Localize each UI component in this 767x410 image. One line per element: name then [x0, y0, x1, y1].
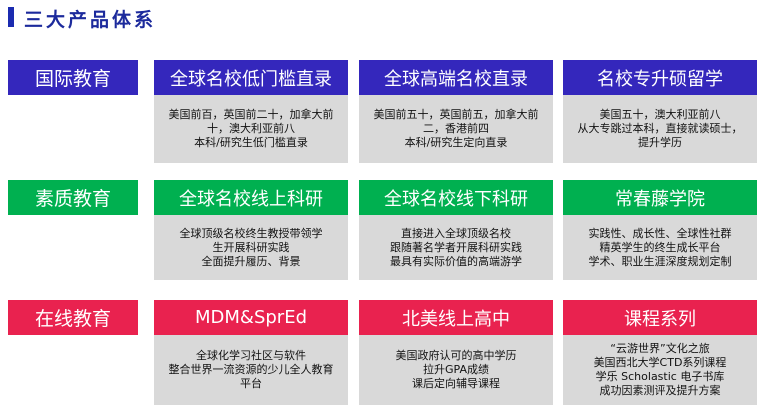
product-card-line: 整合世界一流资源的少儿全人教育	[168, 363, 334, 376]
product-card-line: 课后定向辅导课程	[412, 377, 500, 390]
product-card-body: 美国政府认可的高中学历拉升GPA成绩课后定向辅导课程	[359, 335, 553, 405]
product-card-title: 名校专升硕留学	[563, 60, 757, 95]
product-card-title: 北美线上高中	[359, 300, 553, 335]
product-card-body: 美国五十，澳大利亚前八从大专跳过本科，直接就读硕士，提升学历	[563, 95, 757, 163]
product-card-line: 拉升GPA成绩	[423, 363, 489, 376]
product-card-line: 美国五十，澳大利亚前八	[599, 108, 721, 121]
product-card-body: 全球化学习社区与软件整合世界一流资源的少儿全人教育平台	[154, 335, 348, 405]
product-card: 课程系列“云游世界”文化之旅美国西北大学CTD系列课程学乐 Scholastic…	[563, 300, 757, 405]
product-card-title: 全球名校线上科研	[154, 180, 348, 215]
product-card: 名校专升硕留学美国五十，澳大利亚前八从大专跳过本科，直接就读硕士，提升学历	[563, 60, 757, 163]
product-card-line: 本科/研究生定向直录	[404, 136, 508, 149]
product-card-line: 二，香港前四	[423, 122, 489, 135]
product-card-line: 实践性、成长性、全球性社群	[588, 226, 732, 240]
product-card-title: MDM&SprEd	[154, 300, 348, 335]
product-card-line: 最具有实际价值的高端游学	[390, 254, 522, 268]
product-card-line: 全球化学习社区与软件	[196, 349, 306, 362]
product-card: 常春藤学院实践性、成长性、全球性社群精英学生的终生成长平台学术、职业生涯深度规划…	[563, 180, 757, 280]
category-label: 在线教育	[8, 300, 138, 335]
product-card: 全球高端名校直录美国前五十，英国前五，加拿大前二，香港前四本科/研究生定向直录	[359, 60, 553, 163]
product-card-line: 平台	[240, 377, 262, 390]
product-card: 北美线上高中美国政府认可的高中学历拉升GPA成绩课后定向辅导课程	[359, 300, 553, 405]
product-card-line: 十，澳大利亚前八	[207, 122, 295, 135]
product-card-title: 常春藤学院	[563, 180, 757, 215]
product-card-body: 直接进入全球顶级名校跟随著名学者开展科研实践最具有实际价值的高端游学	[359, 215, 553, 280]
product-card-line: “云游世界”文化之旅	[610, 342, 710, 355]
category-label: 国际教育	[8, 60, 138, 95]
product-card-line: 学术、职业生涯深度规划定制	[588, 254, 732, 268]
product-card: 全球名校低门槛直录美国前百，英国前二十，加拿大前十，澳大利亚前八本科/研究生低门…	[154, 60, 348, 163]
product-card-body: 实践性、成长性、全球性社群精英学生的终生成长平台学术、职业生涯深度规划定制	[563, 215, 757, 280]
category-label: 素质教育	[8, 180, 138, 215]
product-card-line: 精英学生的终生成长平台	[599, 240, 721, 254]
product-card-title: 全球高端名校直录	[359, 60, 553, 95]
product-card-body: “云游世界”文化之旅美国西北大学CTD系列课程学乐 Scholastic 电子书…	[563, 335, 757, 405]
product-card-body: 美国前百，英国前二十，加拿大前十，澳大利亚前八本科/研究生低门槛直录	[154, 95, 348, 163]
product-card-line: 美国西北大学CTD系列课程	[593, 356, 727, 369]
product-card: 全球名校线下科研直接进入全球顶级名校跟随著名学者开展科研实践最具有实际价值的高端…	[359, 180, 553, 280]
page-title: 三大产品体系	[24, 9, 157, 31]
product-card-line: 跟随著名学者开展科研实践	[390, 240, 522, 254]
product-card-line: 成功因素测评及提升方案	[599, 384, 721, 397]
product-card-line: 美国政府认可的高中学历	[395, 349, 517, 362]
product-card-line: 本科/研究生低门槛直录	[194, 136, 308, 149]
product-card-body: 美国前五十，英国前五，加拿大前二，香港前四本科/研究生定向直录	[359, 95, 553, 163]
product-card-title: 全球名校线下科研	[359, 180, 553, 215]
product-card-body: 全球顶级名校终生教授带领学生开展科研实践全面提升履历、背景	[154, 215, 348, 280]
product-card-line: 全面提升履历、背景	[201, 254, 301, 268]
product-card-title: 课程系列	[563, 300, 757, 335]
product-card-line: 生开展科研实践	[212, 240, 290, 254]
product-card-line: 美国前百，英国前二十，加拿大前	[168, 108, 334, 121]
product-card-line: 学乐 Scholastic 电子书库	[595, 370, 725, 383]
product-card-line: 全球顶级名校终生教授带领学	[179, 226, 323, 240]
product-card-line: 美国前五十，英国前五，加拿大前	[373, 108, 539, 121]
product-card-title: 全球名校低门槛直录	[154, 60, 348, 95]
product-card: 全球名校线上科研全球顶级名校终生教授带领学生开展科研实践全面提升履历、背景	[154, 180, 348, 280]
product-card-line: 从大专跳过本科，直接就读硕士，	[577, 122, 743, 135]
title-accent-bar	[8, 7, 14, 27]
product-card-line: 提升学历	[638, 136, 682, 149]
product-card-line: 直接进入全球顶级名校	[401, 226, 511, 240]
